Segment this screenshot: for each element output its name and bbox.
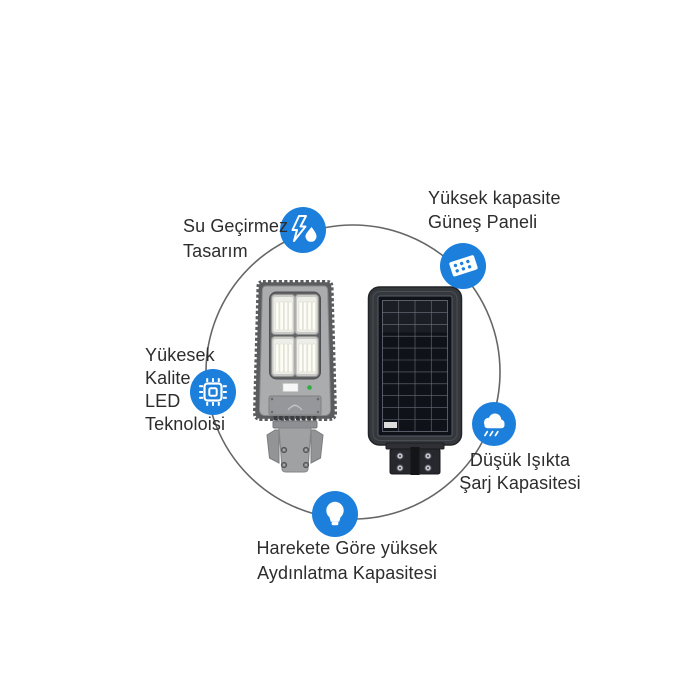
feature-line: LED bbox=[145, 391, 181, 411]
street-light-back-view bbox=[367, 286, 463, 475]
feature-line: Şarj Kapasitesi bbox=[459, 473, 581, 493]
solar-panel-icon bbox=[440, 243, 486, 289]
solar-cell-grid bbox=[382, 300, 448, 432]
panel-sticker bbox=[384, 422, 397, 428]
feature-line: Yüksek kapasite bbox=[428, 188, 561, 208]
feature-line: Yükesek bbox=[145, 345, 215, 365]
feature-line: Su Geçirmez bbox=[183, 216, 289, 236]
feature-line: Kalite bbox=[145, 368, 191, 388]
rain-cloud-icon bbox=[472, 402, 516, 446]
back-mounting-bracket bbox=[385, 442, 445, 475]
feature-label-motion-brightness: Harekete Göre yüksek Aydınlatma Kapasite… bbox=[235, 536, 459, 586]
spec-sticker bbox=[282, 383, 299, 392]
feature-label-led-quality: Yükesek Kalite LED Teknoloisi bbox=[145, 344, 225, 436]
feature-line: Güneş Paneli bbox=[428, 212, 538, 232]
light-bulb-icon bbox=[312, 491, 358, 537]
feature-line: Aydınlatma Kapasitesi bbox=[257, 563, 437, 583]
waterproof-icon bbox=[280, 207, 326, 253]
indicator-led bbox=[307, 385, 312, 390]
sensor-arcs-mark bbox=[287, 404, 303, 411]
led-chip-icon bbox=[190, 369, 236, 415]
feature-line: Teknoloisi bbox=[145, 414, 226, 434]
feature-label-waterproof: Su Geçirmez Tasarım bbox=[183, 214, 288, 264]
led-modules bbox=[271, 294, 319, 377]
vent-slots bbox=[273, 416, 317, 421]
feature-line: Tasarım bbox=[183, 241, 248, 261]
front-mounting-bracket bbox=[266, 420, 324, 473]
feature-line: Düşük Işıkta bbox=[469, 450, 571, 470]
feature-label-low-light-charge: Düşük Işıkta Şarj Kapasitesi bbox=[440, 449, 600, 495]
feature-label-solar-panel: Yüksek kapasite Güneş Paneli bbox=[428, 186, 561, 234]
product-photos bbox=[250, 277, 463, 475]
feature-line: Harekete Göre yüksek bbox=[256, 538, 438, 558]
street-light-front-view bbox=[250, 277, 340, 473]
